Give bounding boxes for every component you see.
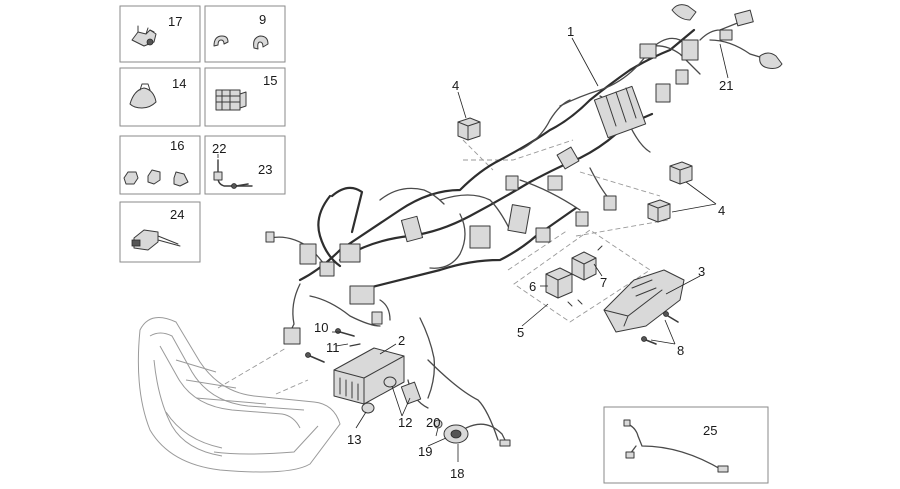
clip-16-icon [123, 169, 189, 187]
label-8: 8 [677, 343, 684, 358]
connector-4-top-icon [457, 117, 481, 141]
relay-group-5 [513, 229, 651, 323]
label-14: 14 [172, 76, 186, 91]
inset-box-25: 25 [603, 406, 769, 484]
cable-tie-22-icon [213, 159, 253, 187]
inset-box-24: 24 [119, 201, 201, 263]
connector-4-right-b-icon [647, 199, 671, 223]
guide-lines [217, 139, 669, 395]
screw-23-icon [231, 183, 249, 189]
leader-lines [332, 37, 729, 462]
label-24: 24 [170, 207, 184, 222]
label-21: 21 [719, 78, 733, 93]
label-19: 19 [418, 444, 432, 459]
inset-box-15: 15 [204, 67, 286, 127]
regulator-2-icon [333, 347, 405, 405]
grommet-13-icon [361, 402, 375, 414]
label-2: 2 [398, 333, 405, 348]
label-7: 7 [600, 275, 607, 290]
label-3: 3 [698, 264, 705, 279]
relay-7-icon [571, 251, 597, 281]
wire-lead-25-icon [623, 419, 729, 473]
label-4-right: 4 [718, 203, 725, 218]
harness-connectors [265, 39, 699, 345]
connector-cover-24-icon [131, 229, 181, 251]
label-11: 11 [326, 340, 340, 355]
label-16: 16 [170, 138, 184, 153]
inset-box-17: 17 [119, 5, 201, 63]
control-module-3-icon [603, 269, 685, 333]
clip-14-icon [129, 83, 157, 109]
callout-labels: 1 2 3 4 4 5 6 7 8 10 11 12 13 18 19 20 2… [314, 24, 733, 481]
label-4-top: 4 [452, 78, 459, 93]
clip-15-icon [215, 89, 247, 111]
label-12: 12 [398, 415, 412, 430]
label-6: 6 [529, 279, 536, 294]
clip-17-icon [131, 25, 157, 47]
label-20: 20 [426, 415, 440, 430]
headlight-assembly [137, 317, 341, 473]
screw-8-icon [641, 311, 679, 345]
label-17: 17 [168, 14, 182, 29]
inset-box-14: 14 [119, 67, 201, 127]
label-9: 9 [259, 12, 266, 27]
horn-18-icon [443, 423, 511, 447]
label-5: 5 [517, 325, 524, 340]
label-22: 22 [212, 141, 226, 156]
inset-box-16: 16 [119, 135, 201, 195]
inset-box-22-23: 22 23 [204, 135, 286, 195]
label-1: 1 [567, 24, 574, 39]
label-25: 25 [703, 423, 717, 438]
connector-4-right-a-icon [669, 161, 693, 185]
label-18: 18 [450, 466, 464, 481]
screw-10-11-icon [305, 328, 361, 363]
label-23: 23 [258, 162, 272, 177]
inset-box-9: 9 [204, 5, 286, 63]
label-15: 15 [263, 73, 277, 88]
main-wiring-harness [265, 17, 771, 441]
turn-indicator-21-icon [671, 4, 783, 69]
clip-9-icon [213, 35, 269, 50]
relay-6-icon [545, 267, 573, 299]
label-10: 10 [314, 320, 328, 335]
label-13: 13 [347, 432, 361, 447]
grommet-12-icon [383, 376, 422, 405]
